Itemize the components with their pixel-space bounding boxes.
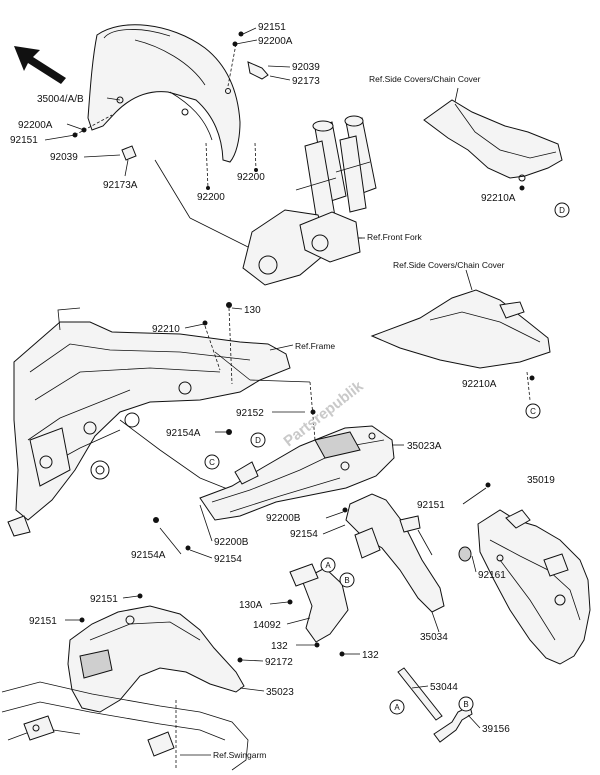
- front-direction-arrow-icon: [14, 46, 66, 84]
- side-cover-middle-part: [370, 269, 551, 401]
- part-label: 92200B: [214, 537, 249, 548]
- part-label: 92200A: [18, 120, 53, 131]
- part-label: 92173A: [103, 180, 138, 191]
- callout-b-mid: B: [339, 572, 355, 588]
- front-fork-part: [242, 115, 377, 286]
- part-label: 92210A: [462, 379, 497, 390]
- part-label: 92151: [258, 22, 286, 33]
- part-label: 92039: [50, 152, 78, 163]
- svg-text:B: B: [344, 576, 349, 585]
- ref-frame-label: Ref.Frame: [295, 341, 335, 351]
- rod-53044-part: [397, 667, 443, 721]
- svg-text:C: C: [209, 458, 215, 467]
- part-label: 92154A: [131, 550, 166, 561]
- part-label: 53044: [430, 682, 458, 693]
- side-cover-upper-part: [423, 87, 563, 182]
- part-label: 92151: [10, 135, 38, 146]
- bolt-icons: [72, 31, 535, 663]
- callout-c-left: C: [204, 454, 220, 470]
- part-label: 132: [271, 641, 288, 652]
- svg-text:A: A: [325, 561, 331, 570]
- swingarm-part: [1, 681, 249, 771]
- part-label: 92200: [197, 192, 225, 203]
- rear-fender-upper-part: [199, 425, 395, 521]
- rubber-damper-part: [458, 546, 477, 573]
- svg-text:B: B: [463, 700, 468, 709]
- part-label: 92151: [29, 616, 57, 627]
- part-label: 92200: [237, 172, 265, 183]
- ref-side-covers-upper-label: Ref.Side Covers/Chain Cover: [369, 74, 481, 84]
- ref-swingarm-label: Ref.Swingarm: [213, 750, 266, 760]
- callout-c-right: C: [525, 403, 541, 419]
- part-label: 14092: [253, 620, 281, 631]
- part-label: 92152: [236, 408, 264, 419]
- part-label: 92154: [214, 554, 242, 565]
- frame-part: [7, 307, 291, 537]
- rear-mudguard-part: [477, 509, 591, 665]
- svg-text:C: C: [530, 407, 536, 416]
- part-label: 35004/A/B: [37, 94, 84, 105]
- part-label: 92173: [292, 76, 320, 87]
- callout-a-low: A: [389, 699, 405, 715]
- part-label: 92200A: [258, 36, 293, 47]
- rear-bracket-part: [289, 493, 445, 643]
- ref-front-fork-label: Ref.Front Fork: [367, 232, 423, 242]
- part-label: 92172: [265, 657, 293, 668]
- part-label: 92210A: [481, 193, 516, 204]
- callout-d-upper: D: [554, 202, 570, 218]
- part-label: 92210: [152, 324, 180, 335]
- clip-39156-part: [433, 705, 473, 743]
- part-label: 92154: [290, 529, 318, 540]
- part-label: 130: [244, 305, 261, 316]
- callout-b-low: B: [458, 696, 474, 712]
- part-label: 92151: [417, 500, 445, 511]
- ref-side-covers-mid-label: Ref.Side Covers/Chain Cover: [393, 260, 505, 270]
- fender-bracket-part: [121, 61, 269, 161]
- part-label: 35023: [266, 687, 294, 698]
- part-label: 35023A: [407, 441, 442, 452]
- lower-cover-part: [67, 605, 245, 713]
- svg-text:D: D: [559, 206, 565, 215]
- part-label: 35034: [420, 632, 448, 643]
- part-label: 130A: [239, 600, 263, 611]
- part-label: 92200B: [266, 513, 301, 524]
- front-fender-part: [87, 24, 241, 163]
- part-label: 35019: [527, 475, 555, 486]
- callout-d-mid: D: [250, 432, 266, 448]
- callout-a-mid: A: [320, 557, 336, 573]
- svg-text:A: A: [394, 703, 400, 712]
- part-label: 92151: [90, 594, 118, 605]
- part-label: 92154A: [166, 428, 201, 439]
- part-label: 132: [362, 650, 379, 661]
- part-label: 92039: [292, 62, 320, 73]
- part-label: 92161: [478, 570, 506, 581]
- part-label: 39156: [482, 724, 510, 735]
- svg-text:D: D: [255, 436, 261, 445]
